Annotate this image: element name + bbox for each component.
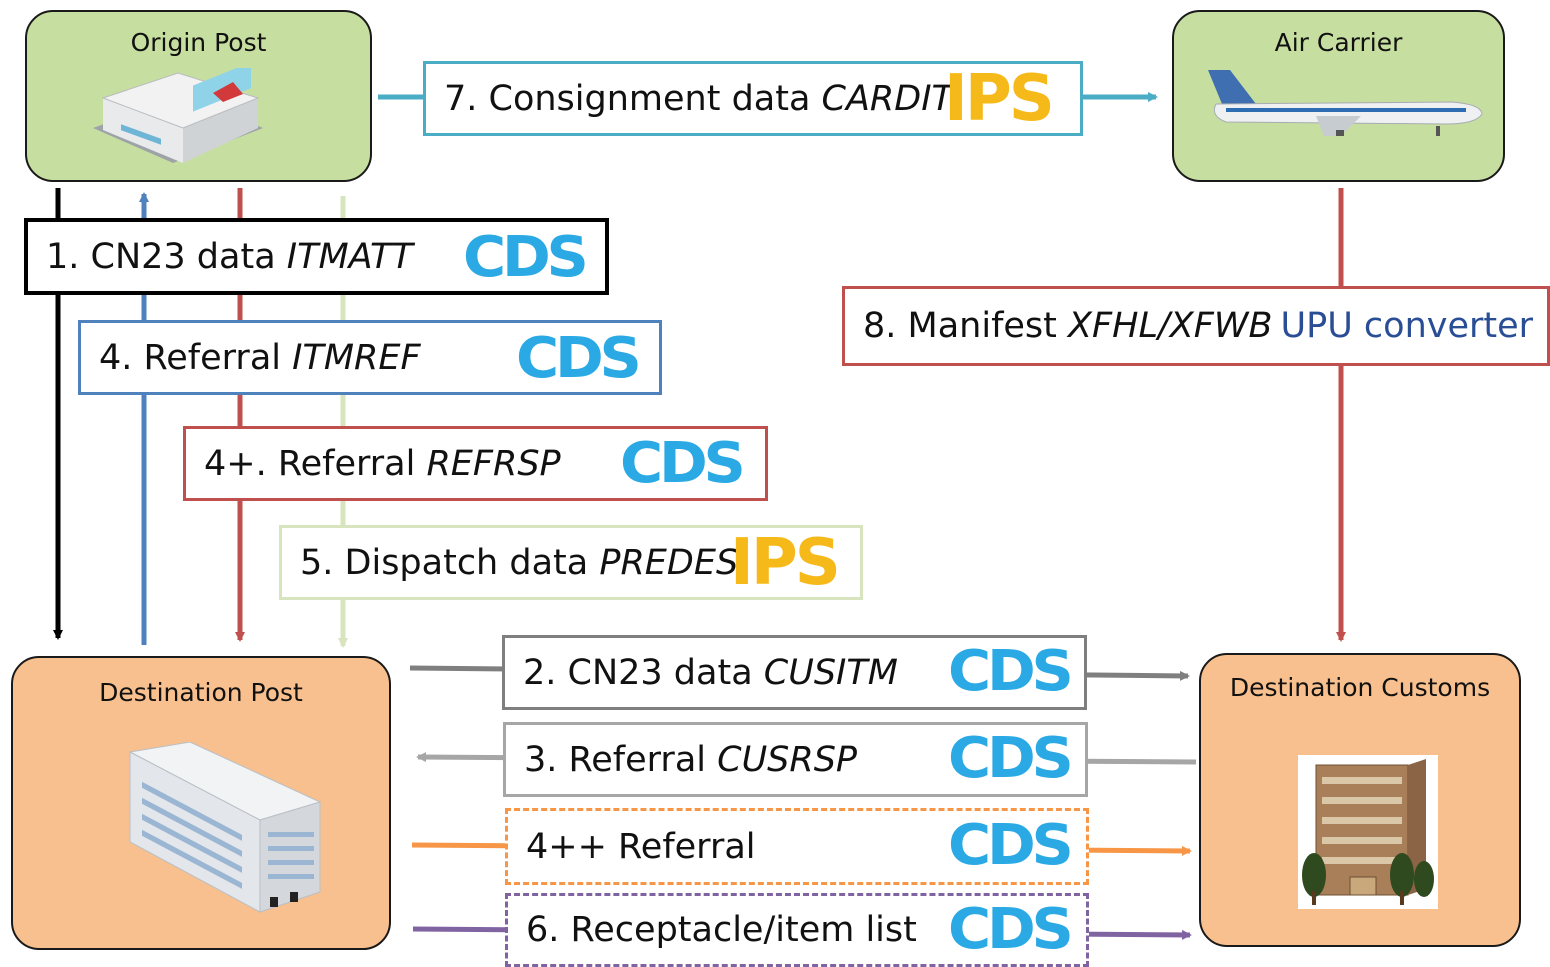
message-m4plus-label: 4+. Referral REFRSP (186, 444, 561, 484)
cds-logo: CDS (463, 225, 589, 290)
message-m5: 5. Dispatch data PREDES IPS (279, 525, 863, 600)
message-m2-code: CUSITM (763, 652, 898, 693)
message-m4: 4. Referral ITMREF CDS (78, 320, 662, 395)
node-destination-customs: Destination Customs (1199, 653, 1521, 947)
cds-logo: CDS (948, 813, 1074, 878)
message-m2-label: 2. CN23 data CUSITM (505, 653, 898, 693)
message-m7: 7. Consignment data CARDIT IPS (423, 61, 1083, 136)
message-m2: 2. CN23 data CUSITM CDS (502, 635, 1087, 710)
node-destination-post: Destination Post (11, 656, 391, 950)
cds-logo: CDS (948, 639, 1074, 704)
message-m4pp: 4++ Referral CDS (505, 808, 1089, 885)
cds-logo: CDS (516, 326, 642, 391)
customs-building-icon (1298, 755, 1438, 909)
message-m8-code: XFHL/XFWB (1068, 306, 1273, 346)
ips-logo: IPS (944, 62, 1055, 136)
message-m1: 1. CN23 data ITMATT CDS (24, 218, 609, 295)
message-m4plus-code: REFRSP (426, 443, 561, 484)
message-m4-prefix: 4. Referral (99, 337, 293, 378)
message-m4plus: 4+. Referral REFRSP CDS (183, 426, 768, 501)
message-m4-label: 4. Referral ITMREF (81, 338, 421, 378)
destination-post-label: Destination Post (99, 678, 303, 707)
ips-logo: IPS (730, 526, 841, 600)
office-building-icon (128, 742, 322, 913)
message-m3-code: CUSRSP (717, 739, 858, 780)
message-m5-code: PREDES (599, 542, 739, 583)
message-m1-label: 1. CN23 data ITMATT (28, 237, 413, 277)
post-office-icon (93, 68, 263, 163)
message-m4pp-label: 4++ Referral (508, 827, 756, 867)
message-m6-label: 6. Receptacle/item list (508, 910, 917, 950)
origin-post-label: Origin Post (130, 28, 267, 57)
message-m4plus-prefix: 4+. Referral (204, 443, 427, 484)
message-m1-prefix: 1. CN23 data (46, 236, 287, 277)
message-m4pp-prefix: 4++ Referral (526, 826, 756, 867)
message-m5-prefix: 5. Dispatch data (300, 542, 600, 583)
message-m3-label: 3. Referral CUSRSP (506, 740, 857, 780)
node-air-carrier: Air Carrier (1172, 10, 1505, 182)
message-m2-prefix: 2. CN23 data (523, 652, 764, 693)
message-m3: 3. Referral CUSRSP CDS (503, 722, 1088, 797)
message-m8-converter: UPU converter (1280, 306, 1534, 346)
cds-logo: CDS (948, 897, 1074, 962)
message-m4-code: ITMREF (292, 337, 421, 378)
node-origin-post: Origin Post (25, 10, 372, 182)
message-m5-label: 5. Dispatch data PREDES (282, 543, 738, 583)
message-m6: 6. Receptacle/item list CDS (505, 893, 1089, 967)
message-m7-prefix: 7. Consignment data (444, 78, 822, 119)
air-carrier-label: Air Carrier (1274, 28, 1403, 57)
cds-logo: CDS (620, 431, 746, 496)
message-m1-code: ITMATT (286, 236, 413, 277)
message-m7-code: CARDIT (821, 78, 953, 119)
airplane-icon (1208, 70, 1483, 136)
message-m8-prefix: 8. Manifest (863, 306, 1069, 346)
message-m7-label: 7. Consignment data CARDIT (426, 79, 953, 119)
message-m6-prefix: 6. Receptacle/item list (526, 910, 917, 950)
destination-customs-label: Destination Customs (1229, 673, 1491, 702)
message-m3-prefix: 3. Referral (524, 739, 718, 780)
cds-logo: CDS (948, 726, 1074, 791)
